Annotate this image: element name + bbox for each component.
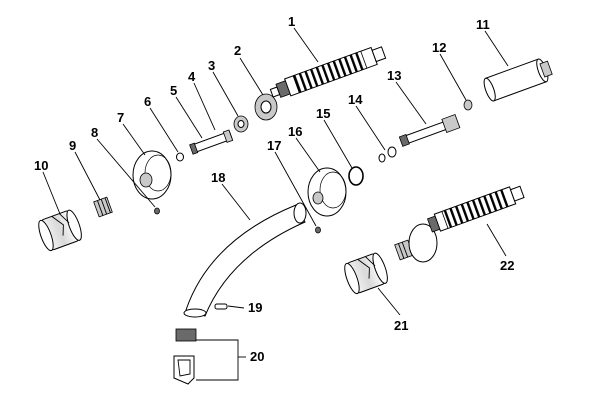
callout-11: 11 xyxy=(476,17,490,32)
part-11-sleeve xyxy=(483,58,553,102)
part-4-5-stem xyxy=(189,129,234,155)
part-15-o-ring xyxy=(348,166,364,186)
callout-17: 17 xyxy=(267,138,281,153)
part-20-aerator xyxy=(173,328,197,385)
part-1-valve-cartridge xyxy=(269,46,387,98)
callout-9: 9 xyxy=(69,138,76,153)
part-14-clip xyxy=(378,146,397,163)
part-22-valve-cartridge xyxy=(426,185,525,233)
callout-12: 12 xyxy=(432,40,446,55)
callout-4: 4 xyxy=(188,69,196,84)
callout-8: 8 xyxy=(91,125,98,140)
callout-18: 18 xyxy=(211,170,225,185)
callout-6: 6 xyxy=(144,94,151,109)
part-18-spout xyxy=(183,202,307,318)
callout-19: 19 xyxy=(248,300,262,315)
part-16-escutcheon xyxy=(307,167,347,217)
callout-1: 1 xyxy=(288,14,295,29)
part-3-nut xyxy=(233,115,249,133)
callout-labels: 1 2 3 4 5 6 7 8 9 10 11 12 13 14 15 16 1… xyxy=(34,14,514,364)
callout-10: 10 xyxy=(34,158,48,173)
leader-lines xyxy=(42,27,509,381)
callout-13: 13 xyxy=(387,68,401,83)
callout-14: 14 xyxy=(348,92,363,107)
part-21-handle xyxy=(344,223,438,295)
callout-2: 2 xyxy=(234,43,241,58)
part-9-adapter xyxy=(93,196,113,218)
callout-22: 22 xyxy=(500,258,514,273)
callout-15: 15 xyxy=(316,106,330,121)
callout-21: 21 xyxy=(394,318,408,333)
callout-3: 3 xyxy=(208,58,215,73)
part-2-ring xyxy=(254,93,278,121)
callout-16: 16 xyxy=(288,124,302,139)
callout-5: 5 xyxy=(170,83,177,98)
part-13-stem xyxy=(398,114,461,147)
callout-20: 20 xyxy=(250,349,264,364)
part-8-set-screw xyxy=(154,207,160,215)
part-12-o-ring xyxy=(463,99,473,111)
callout-7: 7 xyxy=(117,110,124,125)
part-7-escutcheon xyxy=(132,150,172,200)
part-6-washer xyxy=(176,152,184,162)
part-10-handle xyxy=(38,209,82,252)
part-17-set-screw xyxy=(315,226,321,234)
part-19-screw xyxy=(214,303,228,310)
